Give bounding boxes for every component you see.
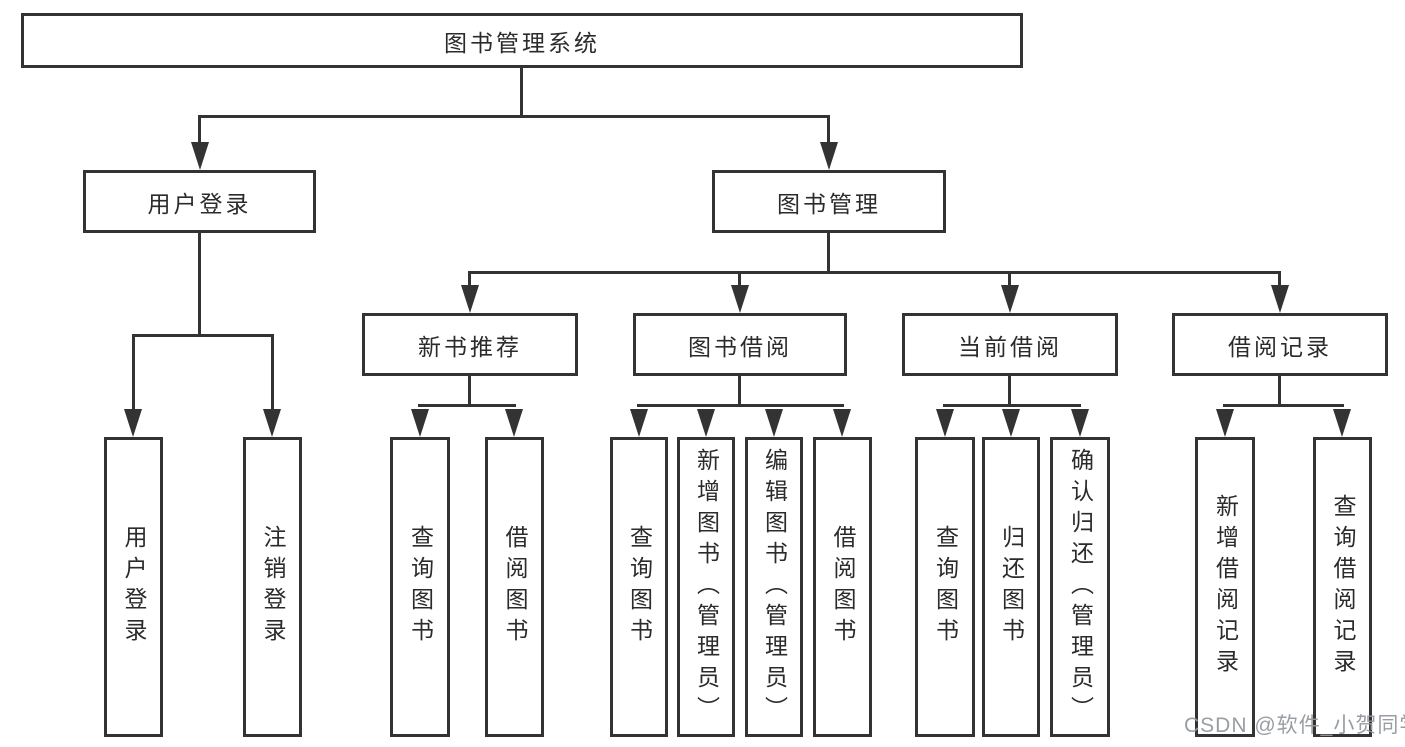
arrow-to-record-query (1333, 409, 1351, 437)
arrow-to-borrow-query (630, 409, 648, 437)
leaf-borrow-borrow-label: 借阅图书 (830, 525, 856, 649)
leaf-user-login-label: 用户登录 (121, 525, 147, 649)
arrow-to-current-borrow (1001, 285, 1019, 313)
connector-borrow-record-stub (1278, 376, 1281, 407)
connector-new-book-stub (468, 376, 471, 407)
connector-level3-bus (468, 271, 1281, 274)
arrow-to-book-mgmt (820, 142, 838, 170)
node-new-book: 新书推荐 (362, 313, 578, 376)
connector-current-borrow-stub (1008, 376, 1011, 407)
connector-drop-leaf-login (132, 336, 135, 411)
connector-drop-new-book (468, 273, 471, 287)
leaf-logout: 注销登录 (243, 437, 302, 737)
leaf-record-add-label: 新增借阅记录 (1212, 494, 1239, 680)
node-book-borrow: 图书借阅 (633, 313, 847, 376)
leaf-borrow-edit: 编辑图书（管理员） (745, 437, 803, 737)
leaf-record-add: 新增借阅记录 (1195, 437, 1255, 737)
leaf-borrow-add-label: 新增图书（管理员） (693, 447, 720, 727)
leaf-newbook-query-label: 查询图书 (407, 525, 434, 649)
node-root: 图书管理系统 (21, 13, 1023, 68)
connector-current-borrow-bus (943, 404, 1081, 407)
arrow-to-current-confirm (1071, 409, 1089, 437)
leaf-current-confirm-label: 确认归还（管理员） (1067, 447, 1094, 727)
leaf-newbook-borrow-label: 借阅图书 (502, 525, 528, 649)
connector-level2-bus (198, 115, 830, 118)
leaf-logout-label: 注销登录 (260, 525, 286, 649)
leaf-current-confirm: 确认归还（管理员） (1050, 437, 1110, 737)
node-borrow-record-label: 借阅记录 (1228, 333, 1332, 360)
connector-book-mgmt-stub (827, 233, 830, 273)
node-book-mgmt-label: 图书管理 (777, 190, 881, 217)
node-book-mgmt: 图书管理 (712, 170, 946, 233)
node-user-login: 用户登录 (83, 170, 316, 233)
arrow-to-borrow-add (697, 409, 715, 437)
leaf-borrow-borrow: 借阅图书 (813, 437, 872, 737)
connector-drop-leaf-logout (271, 336, 274, 411)
leaf-record-query: 查询借阅记录 (1313, 437, 1372, 737)
arrow-to-borrow-record (1271, 285, 1289, 313)
arrow-to-new-book (461, 285, 479, 313)
leaf-record-query-label: 查询借阅记录 (1330, 494, 1356, 680)
leaf-borrow-query-label: 查询图书 (626, 525, 653, 649)
leaf-newbook-query: 查询图书 (390, 437, 450, 737)
arrow-to-book-borrow (731, 285, 749, 313)
arrow-to-current-return (1002, 409, 1020, 437)
leaf-current-return-label: 归还图书 (998, 525, 1025, 649)
arrow-to-newbook-query (411, 409, 429, 437)
arrow-to-leaf-logout (263, 409, 281, 437)
leaf-borrow-add: 新增图书（管理员） (677, 437, 735, 737)
connector-root-stub (520, 68, 523, 118)
connector-drop-current-borrow (1008, 273, 1011, 287)
connector-new-book-bus (418, 404, 516, 407)
node-borrow-record: 借阅记录 (1172, 313, 1388, 376)
arrow-to-record-add (1216, 409, 1234, 437)
connector-user-login-bus (132, 334, 274, 337)
node-root-label: 图书管理系统 (444, 29, 600, 56)
node-new-book-label: 新书推荐 (418, 333, 522, 360)
leaf-newbook-borrow: 借阅图书 (485, 437, 544, 737)
leaf-current-return: 归还图书 (982, 437, 1040, 737)
csdn-watermark: CSDN @软件_小贺同学 (1184, 714, 1405, 737)
node-book-borrow-label: 图书借阅 (688, 333, 792, 360)
leaf-current-query: 查询图书 (915, 437, 975, 737)
arrow-to-borrow-edit (765, 409, 783, 437)
node-current-borrow: 当前借阅 (902, 313, 1118, 376)
arrow-to-borrow-borrow (833, 409, 851, 437)
arrow-to-leaf-login (124, 409, 142, 437)
node-user-login-label: 用户登录 (147, 190, 252, 217)
connector-drop-book-borrow (738, 273, 741, 287)
arrow-to-current-query (936, 409, 954, 437)
connector-book-borrow-bus (637, 404, 844, 407)
leaf-borrow-edit-label: 编辑图书（管理员） (761, 447, 788, 727)
leaf-user-login: 用户登录 (104, 437, 163, 737)
arrow-to-newbook-borrow (505, 409, 523, 437)
connector-drop-book-mgmt (827, 117, 830, 144)
connector-drop-user-login (198, 117, 201, 144)
connector-drop-borrow-record (1278, 273, 1281, 287)
node-current-borrow-label: 当前借阅 (958, 333, 1062, 360)
connector-borrow-record-bus (1223, 404, 1344, 407)
arrow-to-user-login (191, 142, 209, 170)
connector-user-login-stub (198, 233, 201, 336)
connector-book-borrow-stub (738, 376, 741, 407)
leaf-borrow-query: 查询图书 (610, 437, 668, 737)
leaf-current-query-label: 查询图书 (932, 525, 959, 649)
